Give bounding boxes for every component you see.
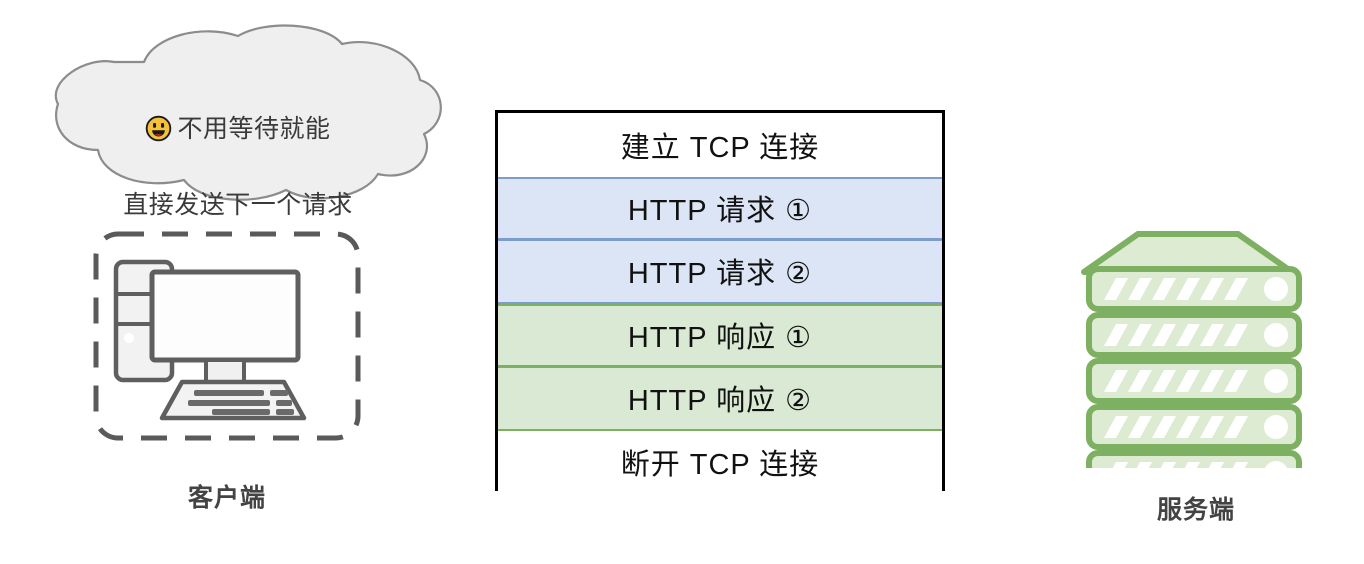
desktop-computer-icon — [108, 246, 348, 428]
cloud-line-2-text: 直接发送下一个请求 — [123, 191, 353, 219]
server-rack-unit — [1089, 315, 1299, 355]
table-row: HTTP 请求 ② — [498, 240, 942, 304]
client-group: 客户端 — [92, 230, 374, 535]
http-sequence-table: 建立 TCP 连接 HTTP 请求 ① HTTP 请求 ② HTTP 响应 ① … — [495, 110, 945, 494]
table-row: HTTP 请求 ① — [498, 176, 942, 240]
client-boundary-dashed-box — [92, 230, 362, 442]
table-row: 建立 TCP 连接 — [498, 113, 942, 177]
server-rack-unit — [1089, 361, 1299, 401]
thought-cloud: 不用等待就能 直接发送下一个请求 — [24, 22, 448, 219]
server-rack-unit — [1089, 269, 1299, 309]
cloud-shape — [54, 24, 442, 201]
grinning-face-emoji — [145, 115, 172, 142]
server-group: 服务端 — [1080, 228, 1320, 538]
table-row: HTTP 响应 ② — [498, 367, 942, 431]
server-rack-icon — [1080, 228, 1312, 468]
server-rack-unit — [1089, 407, 1299, 447]
cloud-line-1-text: 不用等待就能 — [177, 115, 331, 143]
server-rack-unit — [1089, 453, 1299, 468]
table-row: HTTP 响应 ① — [498, 303, 942, 367]
client-label: 客户端 — [187, 484, 266, 512]
server-label: 服务端 — [1156, 496, 1235, 524]
cloud-text-block: 不用等待就能 直接发送下一个请求 — [58, 72, 418, 262]
table-row: 断开 TCP 连接 — [498, 430, 942, 494]
cloud-text-line-1: 不用等待就能 — [58, 110, 418, 148]
